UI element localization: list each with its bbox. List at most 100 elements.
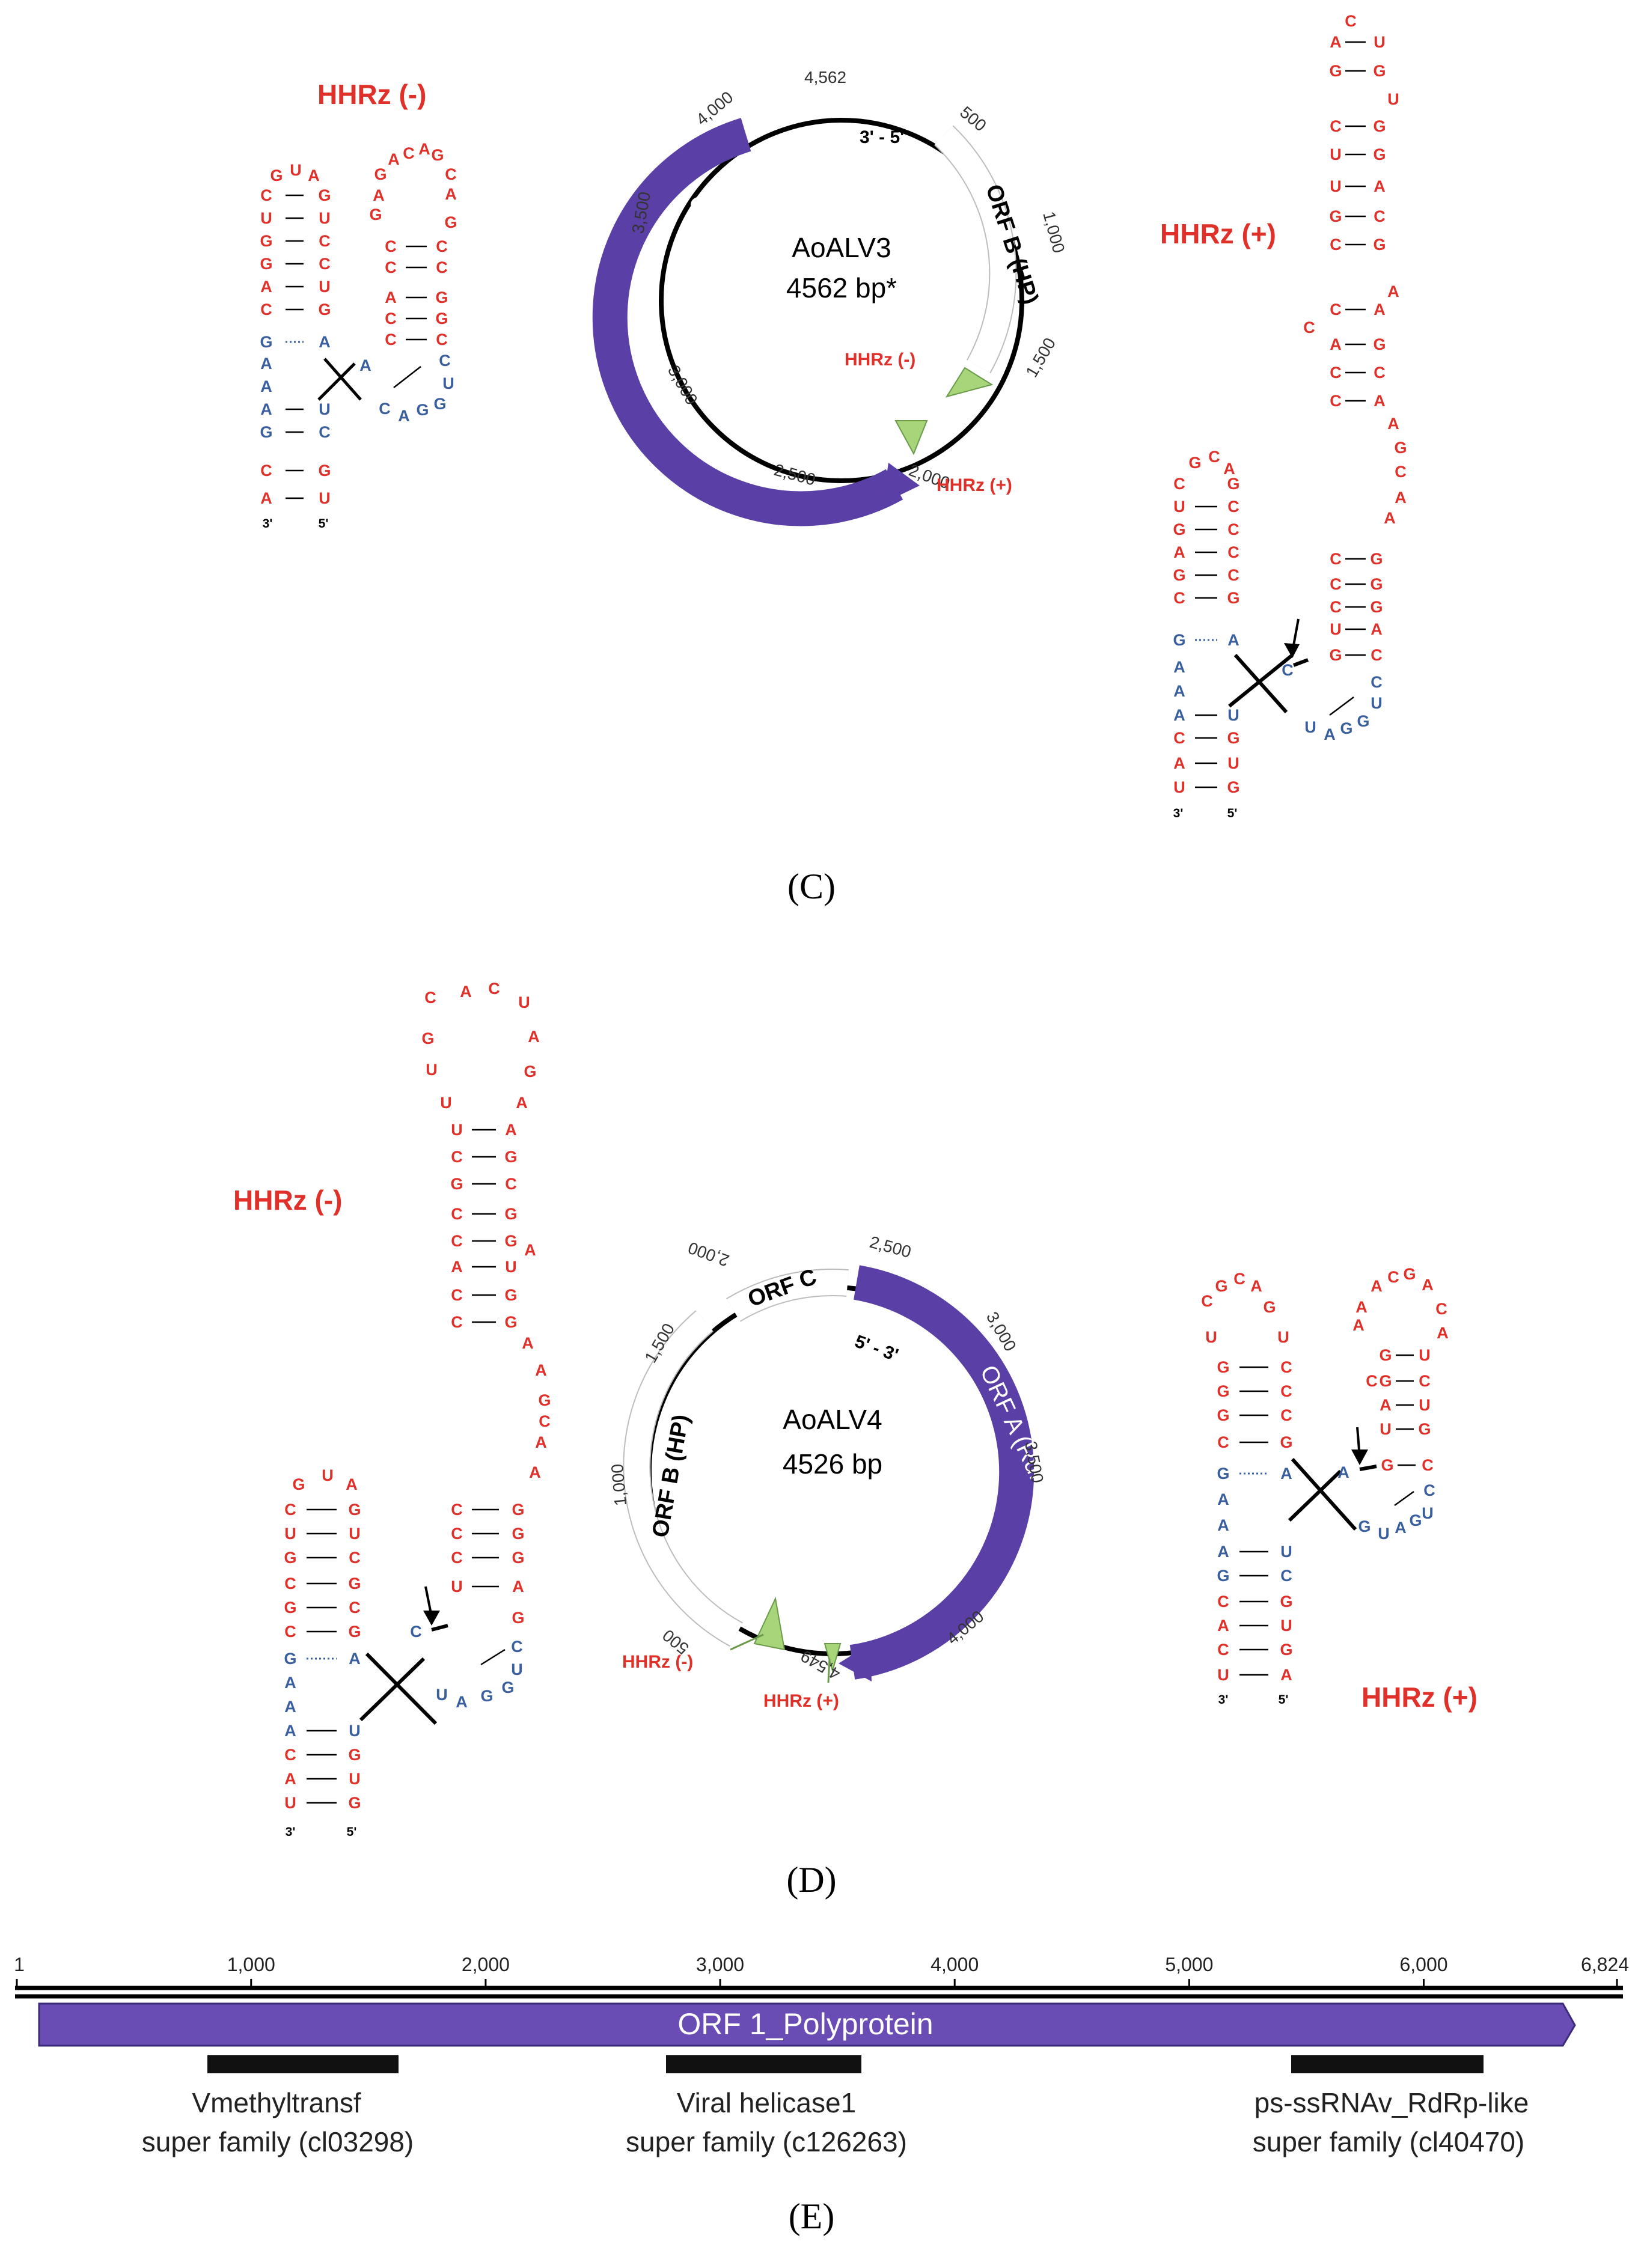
nucleotide: A <box>1227 631 1239 649</box>
nucleotide: U <box>1173 778 1185 796</box>
nucleotide: G <box>270 166 283 184</box>
nucleotide: U <box>1330 620 1342 638</box>
nucleotide: G <box>1418 1420 1431 1438</box>
nucleotide: A <box>385 288 397 306</box>
panel-d-label: (D) <box>786 1860 836 1900</box>
nucleotide: G <box>348 1794 361 1812</box>
domain-family-vmethyltransf: super family (cl03298) <box>142 2126 414 2157</box>
nucleotide: G <box>284 1650 296 1668</box>
nucleotide: G <box>1373 62 1386 80</box>
three-prime-label: 3' <box>263 517 273 531</box>
nucleotide: C <box>1227 566 1239 584</box>
nucleotide: A <box>359 356 371 374</box>
nucleotide: G <box>501 1678 514 1696</box>
nucleotide: C <box>1374 364 1386 382</box>
nucleotide: C <box>451 1549 463 1567</box>
nucleotide: G <box>1188 454 1201 472</box>
c-hhrz-plus-title: HHRz (+) <box>1160 218 1276 249</box>
nucleotide: A <box>1217 1617 1229 1635</box>
nucleotide: A <box>319 333 331 351</box>
nucleotide: C <box>319 255 331 273</box>
junction-line <box>323 358 362 401</box>
nucleotide: U <box>319 400 331 418</box>
nucleotide: C <box>1330 300 1342 319</box>
three-prime-label: 3' <box>1173 806 1184 820</box>
nucleotide: U <box>319 209 331 227</box>
nucleotide: C <box>1395 463 1407 481</box>
nucleotide: C <box>403 144 415 162</box>
nucleotide: A <box>260 400 272 418</box>
nucleotide: A <box>388 150 400 168</box>
tick-label: 1,000 <box>1039 210 1068 255</box>
nucleotide: G <box>1357 712 1369 730</box>
nucleotide: U <box>1304 718 1316 736</box>
nucleotide: U <box>290 161 302 179</box>
nucleotide: A <box>528 1028 540 1046</box>
nucleotide: G <box>512 1549 524 1567</box>
nucleotide: A <box>1173 754 1185 772</box>
nucleotide: C <box>284 1746 296 1764</box>
nucleotide: G <box>1409 1511 1422 1529</box>
nucleotide: U <box>1227 706 1239 724</box>
nucleotide: U <box>1173 498 1185 516</box>
nucleotide: G <box>1173 520 1185 538</box>
nucleotide: A <box>1280 1666 1292 1684</box>
tick-label: 1,500 <box>1022 335 1059 380</box>
nucleotide: C <box>349 1599 361 1617</box>
nucleotide: C <box>505 1175 517 1193</box>
orf-b-arc <box>624 1311 743 1646</box>
ribozyme-plus-marker <box>824 1643 842 1673</box>
nucleotide: U <box>1227 754 1239 772</box>
nucleotide: A <box>1395 1519 1407 1537</box>
nucleotide: G <box>260 232 272 250</box>
domain-bar-rdrp <box>1291 2055 1484 2073</box>
nucleotide: A <box>373 186 385 204</box>
axis-tick-label: 6,000 <box>1399 1954 1447 1975</box>
nucleotide: C <box>1371 673 1383 691</box>
nucleotide: C <box>1233 1270 1245 1288</box>
ribozyme-minus-marker <box>945 367 994 398</box>
nucleotide: A <box>260 377 272 395</box>
nucleotide: A <box>460 983 472 1001</box>
nucleotide: A <box>260 489 272 507</box>
nucleotide: A <box>398 407 410 425</box>
nucleotide: A <box>1173 658 1185 676</box>
nucleotide: G <box>348 1574 361 1593</box>
d-hhrz-minus-structure: HHRz (-) C A C U A G G U U U A A C G G C… <box>233 980 551 1839</box>
nucleotide: G <box>1227 589 1239 607</box>
axis-tick-label: 3,000 <box>696 1954 744 1975</box>
nucleotide: G <box>292 1475 305 1493</box>
nucleotide: G <box>260 423 272 441</box>
nucleotide: G <box>1227 475 1239 493</box>
nucleotide: G <box>504 1313 517 1331</box>
nucleotide: A <box>535 1433 547 1451</box>
d-plasmid-map: AoALV4 4526 bp 5' - 3' ORF C ORF B (HP) … <box>608 1233 1066 1711</box>
ribozyme-minus-marker <box>753 1596 786 1651</box>
nucleotide: C <box>451 1148 463 1166</box>
nucleotide: C <box>349 1549 361 1567</box>
nucleotide: G <box>1370 575 1383 593</box>
nucleotide: C <box>511 1638 523 1656</box>
orf1-label: ORF 1_Polyprotein <box>677 2007 933 2041</box>
nucleotide: G <box>512 1609 524 1627</box>
nucleotide: U <box>440 1094 452 1112</box>
nucleotide: C <box>451 1525 463 1543</box>
nucleotide: G <box>1373 335 1386 353</box>
nucleotide: C <box>1330 117 1342 135</box>
nucleotide: C <box>1330 392 1342 410</box>
nucleotide: C <box>385 331 397 349</box>
nucleotide: U <box>322 1466 334 1484</box>
axis-tick-label: 1,000 <box>227 1954 275 1975</box>
nucleotide: G <box>284 1549 296 1567</box>
nucleotide: U <box>1422 1504 1434 1522</box>
nucleotide: G <box>504 1286 517 1304</box>
nucleotide: C <box>1330 236 1342 254</box>
nucleotide: G <box>416 401 429 419</box>
nucleotide: G <box>1358 1517 1371 1535</box>
d-hhrz-plus-structure: HHRz (+) G C C A G U U G C G C G C C G G… <box>1201 1265 1478 1713</box>
nucleotide: U <box>505 1258 517 1276</box>
nucleotide: C <box>451 1286 463 1304</box>
nucleotide: A <box>1217 1543 1229 1561</box>
nucleotide: G <box>1394 439 1407 457</box>
plasmid-backbone <box>659 118 1024 483</box>
